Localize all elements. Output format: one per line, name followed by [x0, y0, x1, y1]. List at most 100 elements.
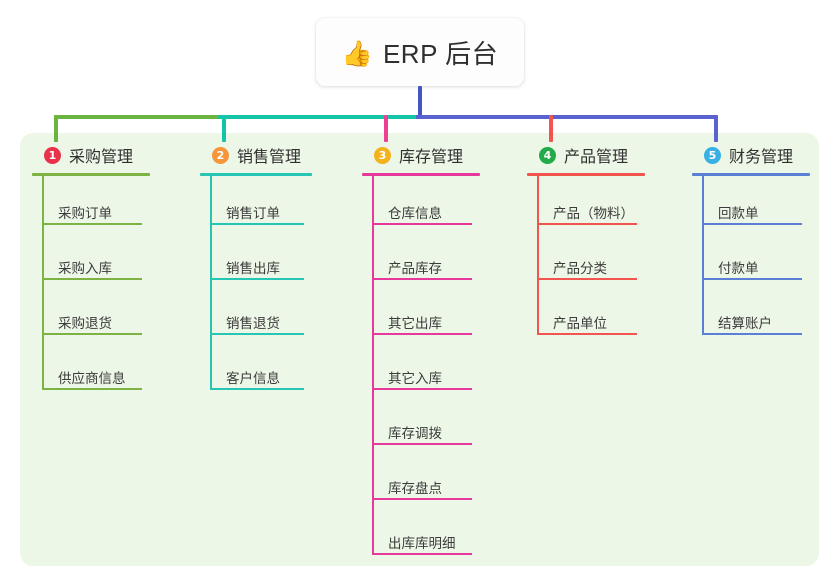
leaf-label: 产品分类: [553, 261, 607, 276]
branch-number-badge-1: 1: [44, 146, 61, 164]
branch-title-4: 产品管理: [564, 149, 629, 166]
branch-drop-line-3: [384, 115, 388, 142]
leaf-underline: [42, 223, 142, 225]
leaf-node[interactable]: 客户信息: [200, 341, 312, 396]
branch-underline-3: [362, 173, 480, 176]
leaf-node[interactable]: 仓库信息: [362, 176, 480, 231]
leaf-label: 其它出库: [388, 316, 442, 331]
branch-trunk-2: [210, 176, 212, 390]
leaf-node[interactable]: 采购入库: [32, 231, 150, 286]
leaf-node[interactable]: 结算账户: [692, 286, 810, 341]
branch-drop-line-5: [714, 115, 718, 142]
leaf-node[interactable]: 销售订单: [200, 176, 312, 231]
thumbs-up-icon: 👍: [341, 38, 373, 68]
branch-number-badge-2: 2: [212, 146, 229, 164]
branch-trunk-3: [372, 176, 374, 555]
leaf-label: 回款单: [718, 206, 759, 221]
leaf-node[interactable]: 其它入库: [362, 341, 480, 396]
leaf-node[interactable]: 采购退货: [32, 286, 150, 341]
branch-title-2: 销售管理: [237, 149, 302, 166]
leaf-label: 供应商信息: [58, 371, 126, 386]
branch-header-3[interactable]: 3 库存管理: [362, 142, 480, 168]
leaf-label: 销售订单: [226, 206, 280, 221]
branch-drop-line-1: [54, 115, 58, 142]
branches-panel: [20, 133, 819, 566]
leaf-underline: [372, 333, 472, 335]
leaf-underline: [210, 223, 304, 225]
leaf-label: 采购退货: [58, 316, 112, 331]
branch-number-badge-3: 3: [374, 146, 391, 164]
leaf-node[interactable]: 采购订单: [32, 176, 150, 231]
branch-column-产品管理[interactable]: 4 产品管理产品（物料） 产品分类产品单位: [527, 142, 645, 341]
leaf-node[interactable]: 销售出库: [200, 231, 312, 286]
leaf-label: 库存调拨: [388, 426, 442, 441]
leaf-underline: [210, 278, 304, 280]
leaf-node[interactable]: 库存调拨: [362, 396, 480, 451]
leaf-node[interactable]: 产品分类: [527, 231, 645, 286]
leaf-label: 销售出库: [226, 261, 280, 276]
root-node[interactable]: 👍 ERP 后台: [316, 18, 524, 86]
leaf-underline: [210, 333, 304, 335]
leaf-label: 采购订单: [58, 206, 112, 221]
leaf-label: 客户信息: [226, 371, 280, 386]
leaf-list-1: 采购订单采购入库采购退货供应商信息: [32, 176, 150, 396]
leaf-label: 结算账户: [718, 316, 772, 331]
leaf-label: 产品（物料）: [553, 206, 634, 221]
leaf-node[interactable]: 库存盘点: [362, 451, 480, 506]
branch-column-采购管理[interactable]: 1 采购管理采购订单采购入库采购退货供应商信息: [32, 142, 150, 396]
leaf-underline: [372, 223, 472, 225]
connector-segment-purple: [416, 115, 716, 119]
leaf-node[interactable]: 回款单: [692, 176, 810, 231]
branch-header-4[interactable]: 4 产品管理: [527, 142, 645, 168]
leaf-node[interactable]: 付款单: [692, 231, 810, 286]
branch-header-2[interactable]: 2 销售管理: [200, 142, 312, 168]
leaf-underline: [372, 443, 472, 445]
branch-title-1: 采购管理: [69, 149, 134, 166]
leaf-list-3: 仓库信息产品库存其它出库其它入库库存调拨库存盘点出库库明细: [362, 176, 480, 561]
connector-segment-green: [54, 115, 220, 119]
branch-title-3: 库存管理: [399, 149, 464, 166]
branch-number-badge-4: 4: [539, 146, 556, 164]
leaf-underline: [372, 553, 472, 555]
leaf-node[interactable]: 其它出库: [362, 286, 480, 341]
leaf-node[interactable]: 产品库存: [362, 231, 480, 286]
branch-number-badge-5: 5: [704, 146, 721, 164]
leaf-underline: [702, 223, 802, 225]
leaf-node[interactable]: 产品（物料）: [527, 176, 645, 231]
connector-segment-teal: [218, 115, 420, 119]
branch-underline-5: [692, 173, 810, 176]
root-node-content: 👍 ERP 后台: [342, 34, 498, 71]
leaf-underline: [210, 388, 304, 390]
branch-trunk-5: [702, 176, 704, 335]
branch-column-库存管理[interactable]: 3 库存管理仓库信息产品库存其它出库其它入库库存调拨库存盘点出库库明细: [362, 142, 480, 561]
leaf-list-4: 产品（物料） 产品分类产品单位: [527, 176, 645, 341]
leaf-list-2: 销售订单销售出库销售退货客户信息: [200, 176, 312, 396]
leaf-node[interactable]: 供应商信息: [32, 341, 150, 396]
branch-drop-line-4: [549, 115, 553, 142]
branch-column-销售管理[interactable]: 2 销售管理销售订单销售出库销售退货客户信息: [200, 142, 312, 396]
branch-underline-2: [200, 173, 312, 176]
leaf-label: 产品单位: [553, 316, 607, 331]
leaf-node[interactable]: 销售退货: [200, 286, 312, 341]
branch-trunk-4: [537, 176, 539, 335]
leaf-node[interactable]: 产品单位: [527, 286, 645, 341]
branch-trunk-1: [42, 176, 44, 390]
root-title: ERP 后台: [382, 38, 499, 69]
leaf-underline: [537, 223, 637, 225]
leaf-label: 采购入库: [58, 261, 112, 276]
branch-header-1[interactable]: 1 采购管理: [32, 142, 150, 168]
leaf-label: 付款单: [718, 261, 759, 276]
root-stem-line: [418, 86, 422, 117]
leaf-underline: [42, 333, 142, 335]
leaf-label: 产品库存: [388, 261, 442, 276]
leaf-underline: [372, 278, 472, 280]
branch-underline-4: [527, 173, 645, 176]
leaf-underline: [702, 278, 802, 280]
leaf-label: 仓库信息: [388, 206, 442, 221]
leaf-label: 出库库明细: [388, 536, 456, 551]
leaf-label: 销售退货: [226, 316, 280, 331]
leaf-node[interactable]: 出库库明细: [362, 506, 480, 561]
